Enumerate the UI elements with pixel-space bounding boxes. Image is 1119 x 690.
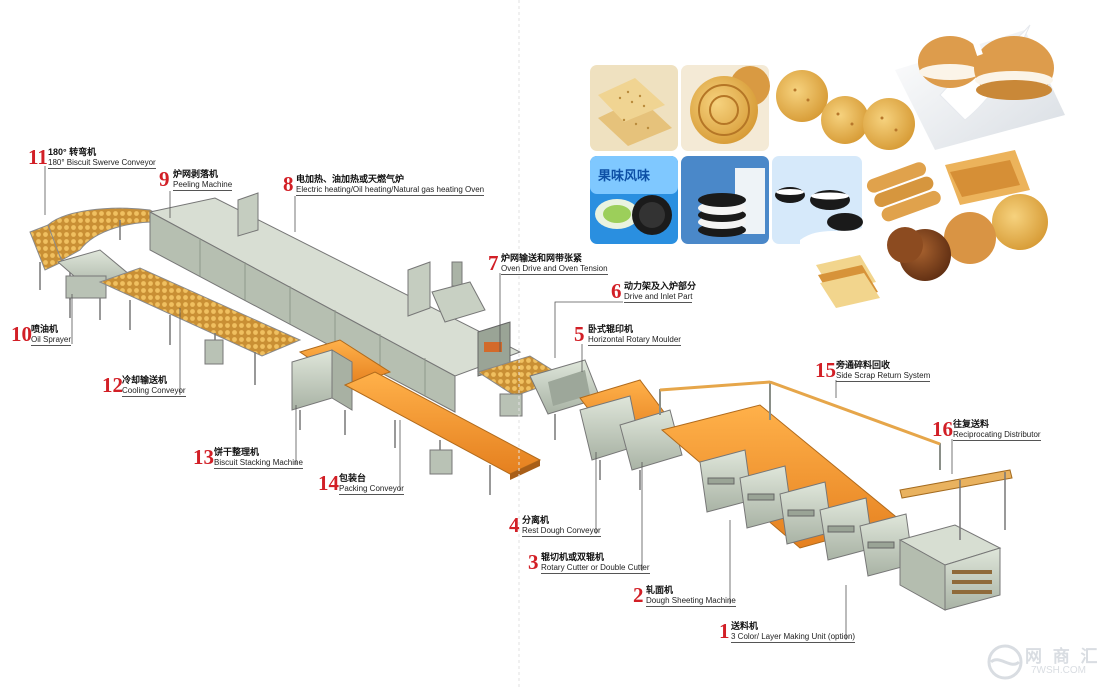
watermark: 网 商 汇 7WSH.COM <box>985 638 1110 686</box>
callout-label-en: Oven Drive and Oven Tension <box>501 264 608 275</box>
callout-number: 6 <box>611 279 622 303</box>
callout-label-cn: 冷却输送机 <box>122 375 168 385</box>
callout-label-cn: 电加热、油加热或天燃气炉 <box>296 174 405 184</box>
packing-conveyor <box>343 371 542 495</box>
callout-number: 12 <box>102 373 123 397</box>
assorted-biscuits-photo <box>816 150 1048 308</box>
callout-label-cn: 喷油机 <box>31 324 59 334</box>
watermark-text-en: 7WSH.COM <box>1031 665 1086 676</box>
watermark-globe-icon <box>987 644 1023 680</box>
callout-number: 16 <box>932 417 953 441</box>
dough-sheeting-machines <box>660 404 914 577</box>
callout-label-en: Electric heating/Oil heating/Natural gas… <box>296 185 485 196</box>
callout-number: 13 <box>193 445 214 469</box>
callout-label-cn: 往复送料 <box>953 419 990 429</box>
callout-label-cn: 180° 转弯机 <box>48 147 97 157</box>
callout-number: 8 <box>283 172 294 196</box>
callout-number: 3 <box>528 550 539 574</box>
callout-label-cn: 旁通碎料回收 <box>836 360 891 370</box>
callout-label-en: Cooling Conveyor <box>122 386 186 397</box>
callout-label-en: 180° Biscuit Swerve Conveyor <box>48 158 156 169</box>
sandwich-package-photo: 果味风味 <box>590 156 678 244</box>
callout-number: 14 <box>318 471 339 495</box>
round-biscuit-photo <box>681 65 770 151</box>
watermark-text-cn: 网 商 汇 <box>1025 647 1101 666</box>
callout-label-en: 3 Color/ Layer Making Unit (option) <box>731 632 856 643</box>
biscuit-stacking-machine <box>291 339 392 435</box>
callout-label-en: Dough Sheeting Machine <box>646 596 736 607</box>
callout-label-en: Reciprocating Distributor <box>953 430 1041 441</box>
cream-sandwich-splash-photo <box>895 0 1065 150</box>
callout-number: 10 <box>11 322 32 346</box>
callout-label-cn: 辊切机或双辊机 <box>541 552 605 562</box>
reciprocating-distributor <box>899 469 1013 540</box>
callout-number: 11 <box>28 145 48 169</box>
layer-making-unit <box>898 524 1002 611</box>
callout-label-en: Peeling Machine <box>173 180 233 191</box>
callout-label-en: Rotary Cutter or Double Cutter <box>541 563 650 574</box>
oven <box>148 192 522 413</box>
stacked-sandwich-photo <box>681 156 769 244</box>
callout-number: 15 <box>815 358 836 382</box>
callout-label-cn: 卧式辊印机 <box>588 324 634 334</box>
callout-label-cn: 分离机 <box>522 515 550 525</box>
oreo-milk-photo <box>772 156 863 244</box>
callout-label-cn: 包装台 <box>339 473 367 483</box>
callout-label-en: Drive and Inlet Part <box>624 292 693 303</box>
callout-label-cn: 饼干整理机 <box>214 447 260 457</box>
callout-number: 4 <box>509 513 520 537</box>
callout-label-en: Oil Sprayer <box>31 335 72 346</box>
rotary-cutter <box>579 379 683 490</box>
callout-number: 1 <box>719 619 730 643</box>
cooling-conveyor <box>98 267 302 385</box>
callout-label-en: Side Scrap Return System <box>836 371 931 382</box>
callout-number: 9 <box>159 167 170 191</box>
callout-label-en: Packing Conveyor <box>339 484 404 495</box>
callout-number: 2 <box>633 583 644 607</box>
package-label: 果味风味 <box>597 168 650 183</box>
callout-label-cn: 炉网剥落机 <box>173 169 219 179</box>
side-scrap-return-frame <box>659 380 941 470</box>
callout-label-cn: 轧面机 <box>646 585 674 595</box>
callout-label-cn: 炉网输送和网带张紧 <box>501 253 583 263</box>
callout-number: 7 <box>488 251 499 275</box>
callout-label-en: Biscuit Stacking Machine <box>214 458 303 469</box>
callout-number: 5 <box>574 322 585 346</box>
cookies-photo <box>776 70 915 150</box>
leader-lines <box>44 166 953 640</box>
callout-label-cn: 送料机 <box>731 621 759 631</box>
cracker-photo <box>590 65 678 151</box>
callout-label-cn: 动力架及入炉部分 <box>624 281 697 291</box>
callout-label-en: Horizontal Rotary Moulder <box>588 335 681 346</box>
callout-label-en: Rest Dough Conveyor <box>522 526 601 537</box>
